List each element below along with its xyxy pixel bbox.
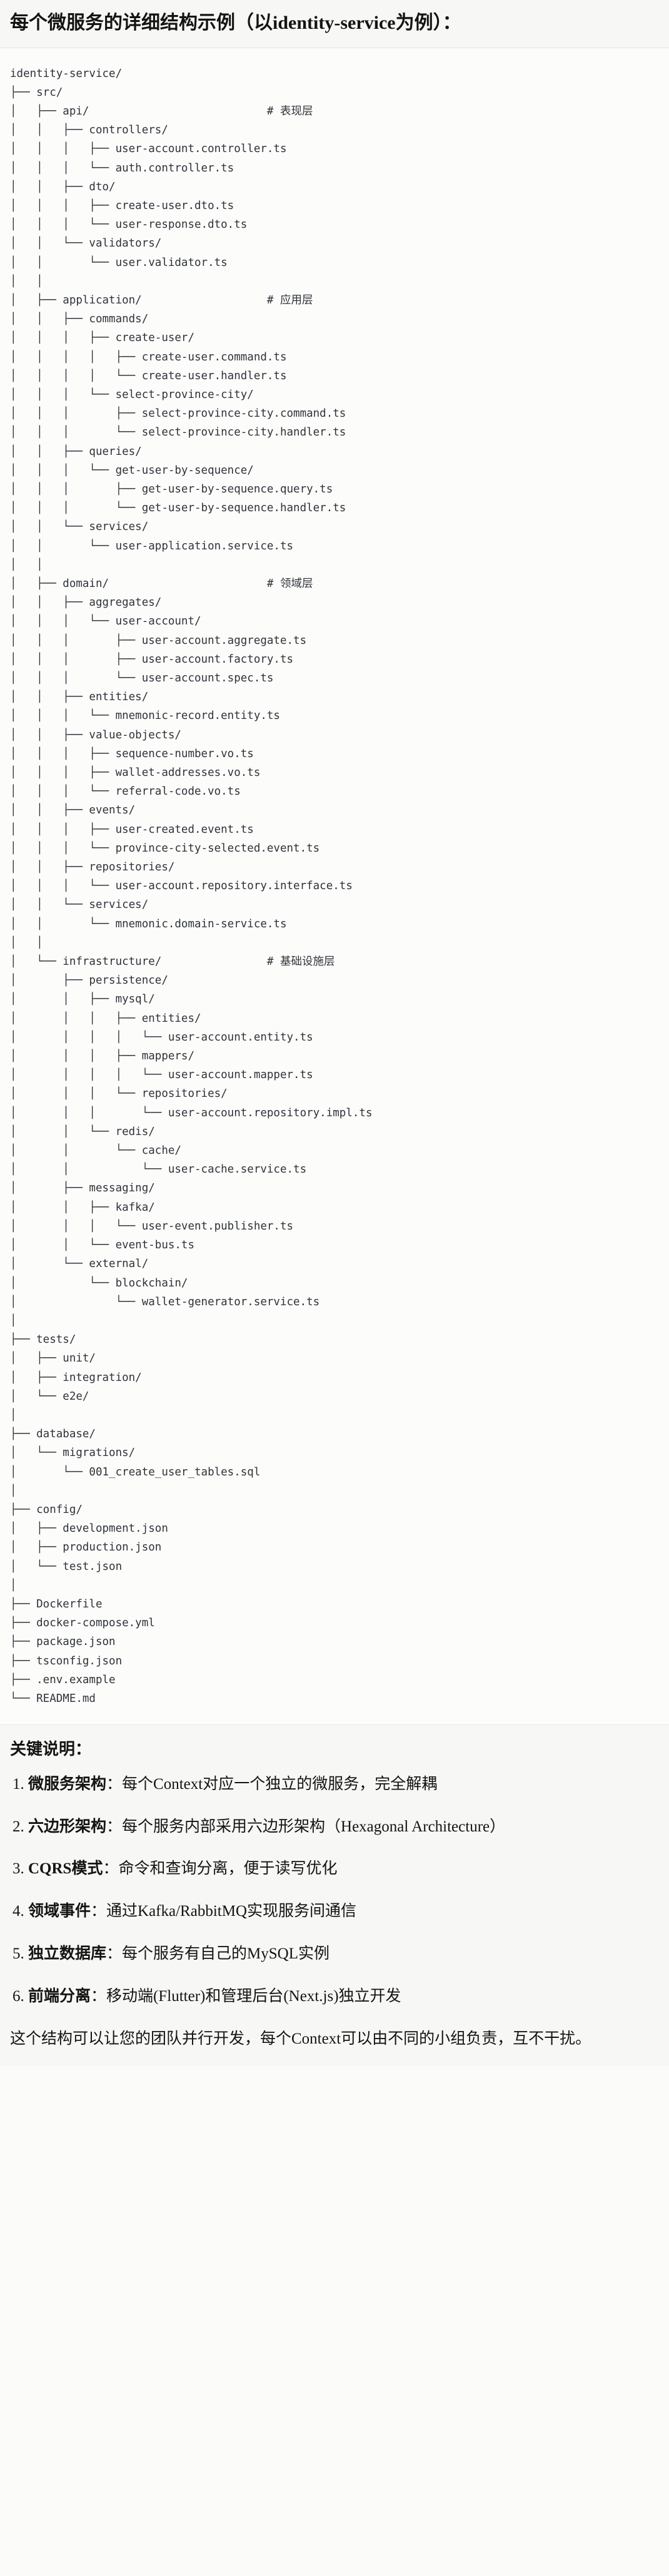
list-item: 微服务架构：每个Context对应一个独立的微服务，完全解耦	[13, 1774, 659, 1795]
note-separator: ：	[106, 1775, 123, 1793]
note-separator: ：	[103, 1860, 119, 1878]
list-item: 前端分离：移动端(Flutter)和管理后台(Next.js)独立开发	[13, 1986, 659, 2007]
note-desc: 每个服务有自己的MySQL实例	[122, 1945, 329, 1962]
directory-tree: identity-service/ ├── src/ │ ├── api/ # …	[10, 67, 373, 1705]
note-desc: 移动端(Flutter)和管理后台(Next.js)独立开发	[106, 1987, 401, 2005]
note-separator: ：	[106, 1945, 123, 1962]
list-item: 领域事件：通过Kafka/RabbitMQ实现服务间通信	[13, 1901, 659, 1922]
page-title: 每个微服务的详细结构示例（以identity-service为例）：	[10, 13, 461, 33]
note-term: 领域事件	[28, 1903, 91, 1920]
page-root: 每个微服务的详细结构示例（以identity-service为例）： ident…	[0, 0, 669, 2066]
note-term: 前端分离	[28, 1987, 91, 2005]
closing-paragraph: 这个结构可以让您的团队并行开发，每个Context可以由不同的小组负责，互不干扰…	[10, 2030, 591, 2048]
note-desc: 每个服务内部采用六边形架构（Hexagonal Architecture）	[122, 1818, 506, 1835]
heading-band: 每个微服务的详细结构示例（以identity-service为例）：	[0, 0, 669, 48]
key-notes-title: 关键说明：	[10, 1740, 92, 1759]
note-separator: ：	[91, 1903, 107, 1920]
directory-tree-band: identity-service/ ├── src/ │ ├── api/ # …	[0, 48, 669, 1726]
note-term: CQRS模式	[28, 1860, 103, 1878]
note-desc: 每个Context对应一个独立的微服务，完全解耦	[122, 1775, 438, 1793]
key-notes-list: 微服务架构：每个Context对应一个独立的微服务，完全解耦 六边形架构：每个服…	[10, 1774, 659, 2007]
note-desc: 命令和查询分离，便于读写优化	[118, 1860, 338, 1878]
list-item: 独立数据库：每个服务有自己的MySQL实例	[13, 1943, 659, 1965]
note-term: 独立数据库	[28, 1945, 107, 1962]
key-notes-band: 关键说明： 微服务架构：每个Context对应一个独立的微服务，完全解耦 六边形…	[0, 1725, 669, 2067]
note-separator: ：	[91, 1987, 107, 2005]
note-term: 微服务架构	[28, 1775, 107, 1793]
note-desc: 通过Kafka/RabbitMQ实现服务间通信	[106, 1903, 356, 1920]
list-item: CQRS模式：命令和查询分离，便于读写优化	[13, 1858, 659, 1880]
note-term: 六边形架构	[28, 1818, 107, 1835]
note-separator: ：	[106, 1818, 123, 1835]
list-item: 六边形架构：每个服务内部采用六边形架构（Hexagonal Architectu…	[13, 1816, 659, 1838]
